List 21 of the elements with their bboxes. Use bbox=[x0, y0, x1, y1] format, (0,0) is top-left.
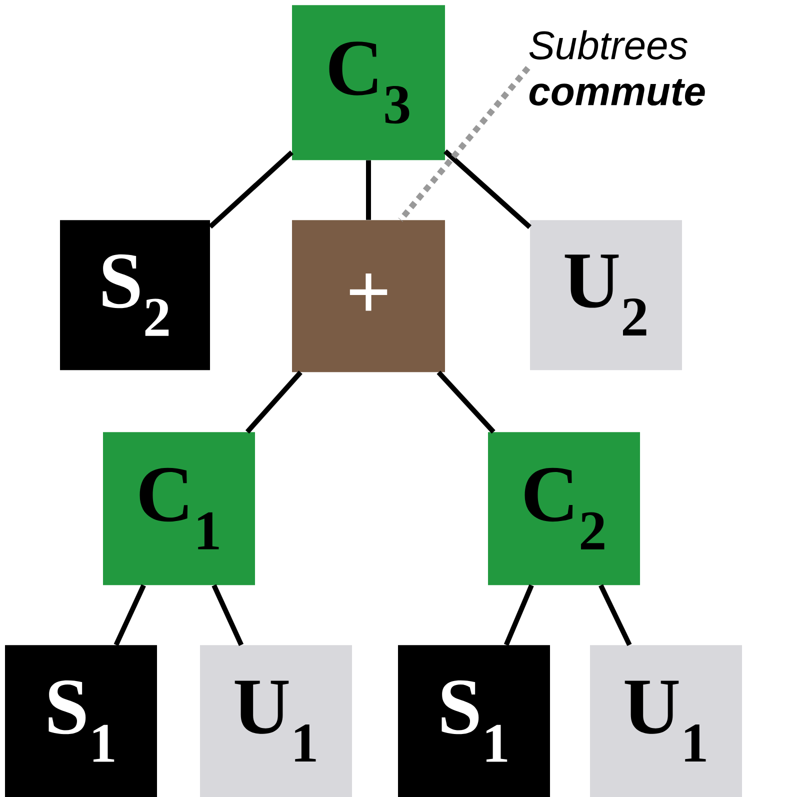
sample-box: S$_{1}$ bbox=[398, 645, 550, 797]
connector-line bbox=[208, 150, 294, 229]
annotation-text: Subtrees commute bbox=[529, 30, 705, 106]
unknown-box: U$_{1}$ bbox=[590, 645, 742, 797]
connector-line bbox=[444, 149, 532, 230]
unknown-box: U$_{1}$ bbox=[200, 645, 352, 797]
connector-line bbox=[504, 584, 534, 646]
connector-line bbox=[366, 160, 371, 220]
connector-line bbox=[245, 370, 302, 434]
sample-box: S$_{2}$ bbox=[60, 220, 210, 370]
cost-box: C$_{3}$ bbox=[292, 5, 445, 160]
connector-line bbox=[114, 584, 146, 646]
cost-box: C$_{2}$ bbox=[488, 432, 640, 586]
connector-line bbox=[212, 584, 244, 646]
sample-box: S$_{1}$ bbox=[5, 645, 157, 797]
plus-box: + bbox=[292, 220, 445, 372]
cost-box: C$_{1}$ bbox=[103, 432, 255, 586]
connector-line bbox=[436, 370, 496, 434]
connector-line bbox=[598, 584, 632, 646]
leader-line bbox=[398, 66, 530, 222]
unknown-box: U$_{2}$ bbox=[530, 220, 682, 370]
